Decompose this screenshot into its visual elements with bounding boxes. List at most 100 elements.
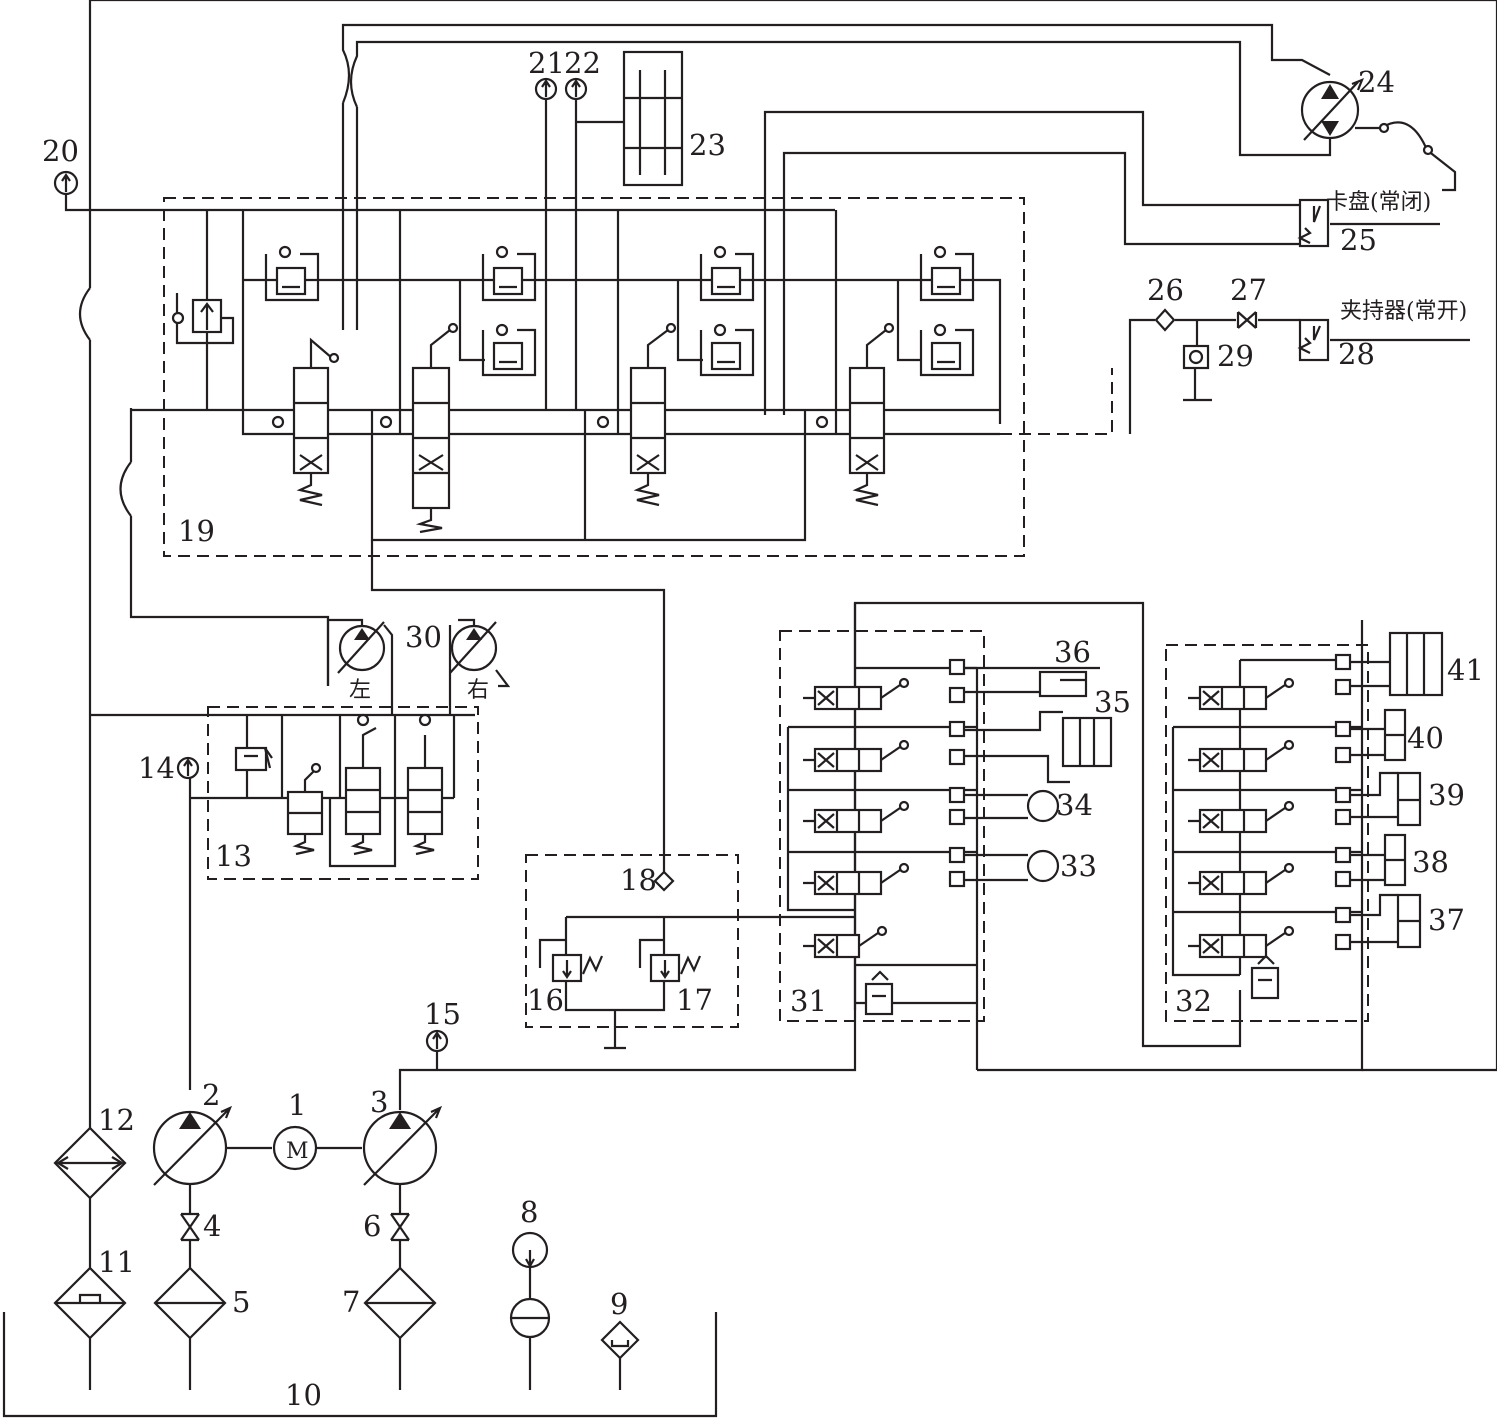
pump-3-icon: [362, 1105, 443, 1186]
valve-block-13: [207, 706, 479, 880]
label-33: 33: [1060, 849, 1097, 883]
relief-check-5: [699, 323, 755, 377]
relief-31: [864, 970, 894, 1016]
relief-check-1: [264, 245, 320, 302]
spool-32-5: [1188, 925, 1295, 959]
valve-13c: [406, 713, 444, 856]
spool-31-4: [803, 862, 910, 896]
pipework: [64, 0, 1497, 1112]
label-19: 19: [178, 514, 215, 548]
label-2: 2: [202, 1078, 220, 1112]
gauge-20-icon: [53, 170, 79, 196]
spool-32-3: [1188, 800, 1295, 834]
left-motor-icon: [326, 618, 394, 715]
suction-pump-3: [363, 1184, 437, 1390]
travel-motors-30: [326, 618, 511, 715]
label-8: 8: [520, 1195, 538, 1229]
relief-check-valves-19: [264, 245, 975, 377]
gripper-28-icon: [1297, 318, 1470, 362]
gauge-21-icon: [534, 77, 558, 101]
directional-valves-19: [271, 322, 895, 534]
label-16: 16: [527, 983, 564, 1017]
block-13-internals: [190, 713, 456, 868]
label-22: 22: [564, 46, 601, 80]
relief-check-4: [699, 245, 755, 302]
component-labels: 1 2 3 4 5 6 7 8 9 10 11 12 13 14 15 16 1…: [42, 46, 1484, 1412]
pressure-gauges-top: [53, 77, 588, 196]
spool-32-4: [1188, 862, 1295, 896]
cylinder-37-icon: [1350, 893, 1422, 949]
label-18: 18: [620, 863, 657, 897]
label-40: 40: [1407, 721, 1444, 755]
right-label: 右: [467, 678, 489, 703]
label-29: 29: [1217, 339, 1254, 373]
relief-block-16-17: [525, 854, 739, 1028]
valve-block-32: [1165, 644, 1369, 1022]
label-25: 25: [1340, 223, 1377, 257]
spool-32-2: [1188, 739, 1295, 773]
dir-valve-19d: [815, 322, 895, 507]
relief-check-7: [919, 323, 975, 377]
label-23: 23: [689, 128, 726, 162]
dir-valve-19c: [596, 322, 677, 507]
cylinder-36-icon: [964, 666, 1100, 698]
label-34: 34: [1056, 788, 1093, 822]
motor-33-icon: [964, 849, 1060, 883]
spool-31-3: [803, 800, 910, 834]
chuck-brake-25-icon: [1297, 198, 1440, 248]
relief-check-3: [481, 323, 537, 377]
level-gauge-8-icon: [509, 1231, 551, 1390]
cylinder-40-icon: [1350, 708, 1407, 762]
label-17: 17: [676, 983, 713, 1017]
gauge-14-icon: [176, 756, 200, 780]
valve-29-icon: [1182, 344, 1210, 370]
motor-m-label: M: [286, 1139, 309, 1164]
label-3: 3: [370, 1085, 388, 1119]
label-20: 20: [42, 134, 79, 168]
relief-valves-16-17: [538, 917, 702, 1050]
hydraulic-motor-24-icon: [1300, 78, 1457, 192]
label-10: 10: [285, 1378, 322, 1412]
label-5: 5: [232, 1285, 250, 1319]
valve-block-31: [779, 630, 985, 1022]
valve-13b: [344, 713, 382, 856]
cooler-12-icon: [53, 1112, 127, 1268]
label-15: 15: [424, 997, 461, 1031]
motor-34-icon: [964, 789, 1060, 823]
label-6: 6: [363, 1209, 381, 1243]
label-21: 21: [528, 46, 565, 80]
pilot-checks-32: [1334, 653, 1352, 951]
label-1: 1: [288, 1088, 306, 1122]
label-14: 14: [138, 751, 175, 785]
label-27: 27: [1230, 273, 1267, 307]
suction-pump-2: [153, 1184, 227, 1390]
label-9: 9: [610, 1287, 628, 1321]
label-38: 38: [1412, 845, 1449, 879]
label-4: 4: [203, 1209, 221, 1243]
relief-valve-19: [171, 293, 235, 345]
valve-block-19: [163, 197, 1025, 557]
label-32: 32: [1175, 984, 1212, 1018]
pilot-checks-31: [948, 658, 966, 888]
relief-check-2: [481, 245, 537, 302]
check-valve-18-icon: [653, 870, 675, 892]
valve-13a: [286, 762, 324, 856]
label-39: 39: [1428, 778, 1465, 812]
label-12: 12: [98, 1103, 135, 1137]
dir-valve-19a: [271, 337, 340, 507]
spool-31-2: [803, 739, 910, 773]
label-24: 24: [1358, 65, 1395, 99]
left-label: 左: [349, 678, 371, 703]
gripper-label: 夹持器(常开): [1340, 299, 1467, 324]
throttle-valve-27-icon: [1236, 311, 1258, 329]
gauge-15-icon: [425, 1029, 449, 1070]
label-36: 36: [1054, 635, 1091, 669]
label-30: 30: [405, 620, 442, 654]
relief-32: [1250, 954, 1280, 1000]
label-7: 7: [342, 1285, 360, 1319]
filter-11-icon: [53, 1266, 127, 1390]
dir-valve-19b: [379, 322, 459, 534]
breather-9-icon: [600, 1320, 640, 1390]
block-32-internals: [1171, 653, 1362, 1000]
